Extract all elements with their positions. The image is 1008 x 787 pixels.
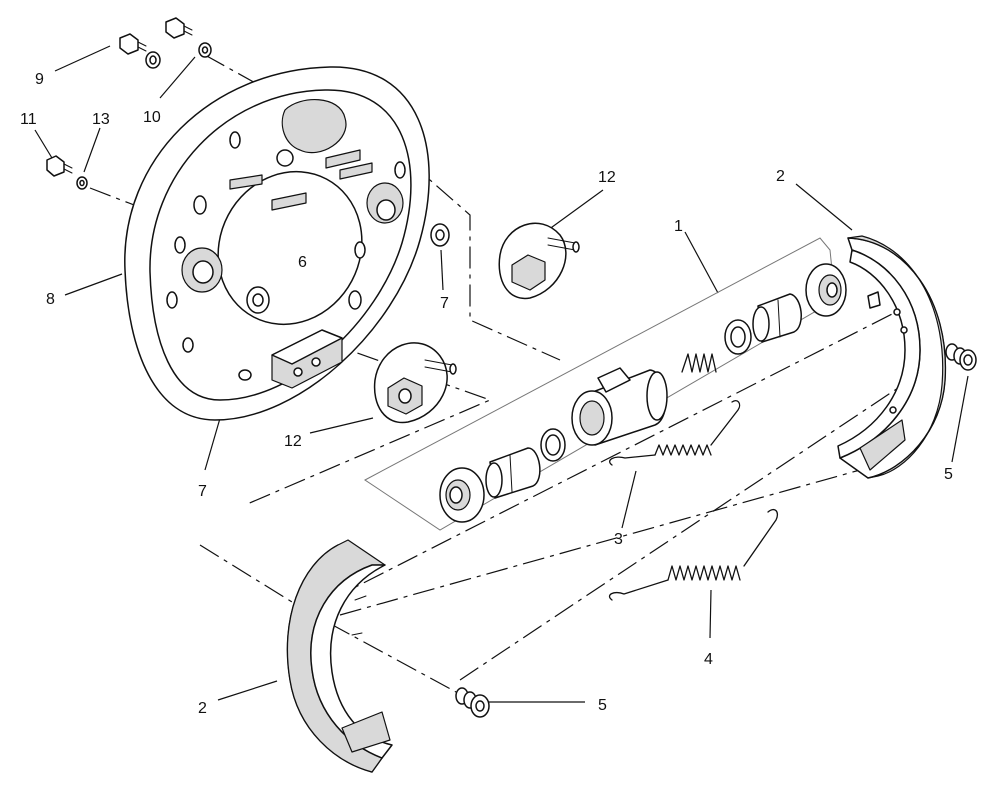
piston-left [485,447,541,499]
washer-7-left [246,286,270,314]
callout-12-upper: 12 [598,169,616,186]
callout-2-upper: 2 [776,168,785,185]
return-spring-upper [609,400,741,466]
callout-9: 9 [35,71,44,88]
hold-down-spring-bottom [455,687,490,718]
piston-right [752,293,802,343]
wheel-cylinder-components [439,263,847,523]
callout-4: 4 [704,651,713,668]
callout-1: 1 [674,218,683,235]
cylinder-body [571,367,668,446]
brake-shoe-lower [286,539,393,773]
piston-cup-right [724,319,752,355]
callout-3: 3 [614,531,623,548]
washer-7-right [430,223,450,247]
backing-plate [124,66,430,421]
bolt-11 [46,155,73,177]
hold-down-spring-right [945,343,977,371]
dust-boot-left [439,467,485,523]
adjuster-cam-upper [498,222,580,300]
washer-10 [198,42,212,58]
washer-13 [76,176,88,190]
callout-11: 11 [20,111,37,128]
callout-7-right: 7 [440,295,449,312]
bolt-9 [119,33,147,55]
callout-5-right: 5 [944,466,953,483]
callout-10: 10 [143,109,161,126]
dust-boot-right [805,263,847,317]
callout-7-left: 7 [198,483,207,500]
callout-6: 6 [298,254,307,271]
adjuster-cam-lower [373,342,457,424]
cylinder-spring [681,353,717,373]
callout-13: 13 [92,111,110,128]
callout-5-bottom: 5 [598,697,607,714]
callout-2-lower: 2 [198,700,207,717]
return-spring-lower [608,508,779,601]
piston-cup-left [540,428,566,462]
bolt-10 [165,17,193,39]
brake-shoe-upper [837,235,947,479]
washer-9 [145,51,161,69]
callout-8: 8 [46,291,55,308]
callout-12-lower: 12 [284,433,302,450]
slots [229,149,373,211]
callout-labels: 1 2 2 3 4 5 5 6 7 7 8 9 10 11 12 12 13 [20,71,953,717]
